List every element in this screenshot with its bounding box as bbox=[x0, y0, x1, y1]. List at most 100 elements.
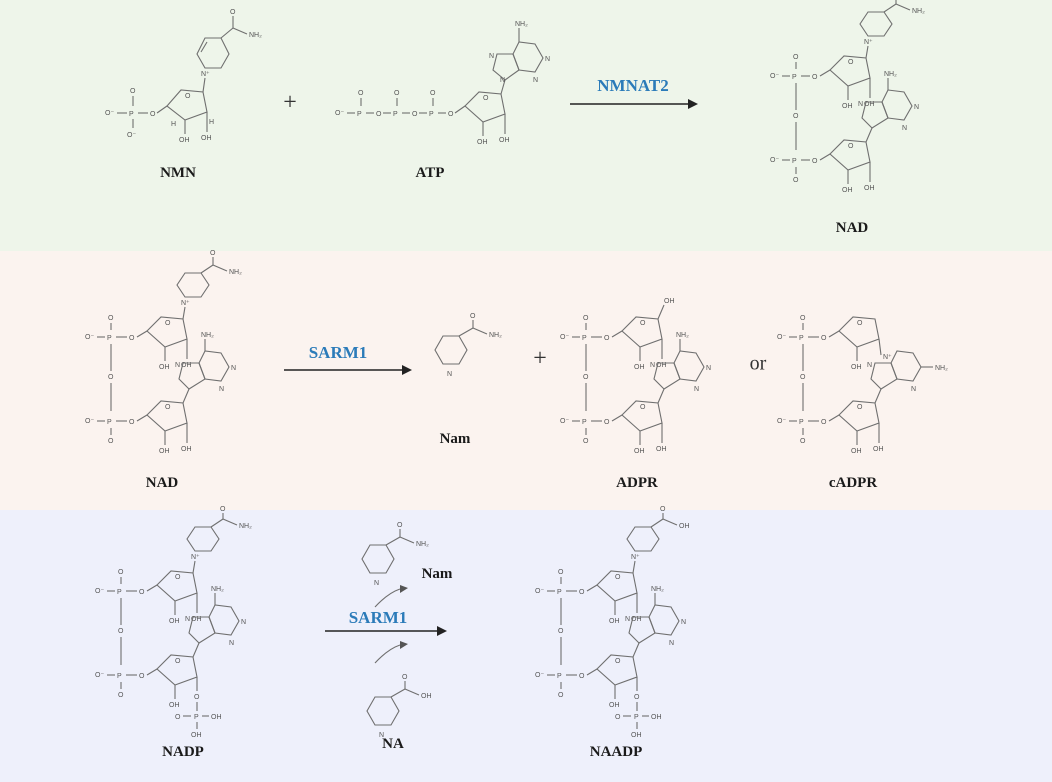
svg-text:O: O bbox=[175, 658, 181, 665]
svg-text:N: N bbox=[914, 104, 919, 111]
exchange-curved-arrows bbox=[374, 585, 408, 664]
svg-text:N: N bbox=[229, 640, 234, 647]
svg-text:N: N bbox=[500, 77, 505, 84]
svg-text:O: O bbox=[139, 673, 145, 680]
svg-text:O: O bbox=[108, 315, 114, 322]
nmn-label: NMN bbox=[160, 165, 196, 181]
nad-structure-substrate: O⁻ P O O O OH OH N⁺ O NH₂ O O⁻ P O O bbox=[85, 250, 242, 455]
svg-text:O: O bbox=[800, 374, 806, 381]
svg-text:O: O bbox=[615, 714, 621, 721]
svg-text:O: O bbox=[857, 404, 863, 411]
svg-text:O⁻: O⁻ bbox=[560, 418, 569, 425]
svg-text:O⁻: O⁻ bbox=[535, 588, 544, 595]
svg-text:OH: OH bbox=[864, 101, 875, 108]
svg-text:NH₂: NH₂ bbox=[211, 586, 224, 593]
svg-text:N⁺: N⁺ bbox=[191, 554, 200, 561]
svg-text:O: O bbox=[175, 574, 181, 581]
svg-text:O: O bbox=[604, 419, 610, 426]
atp-structure: O⁻ P O O P O O P O O O OH OH N NH₂ bbox=[335, 21, 550, 146]
released-nam-label: Nam bbox=[421, 566, 453, 582]
svg-text:N⁺: N⁺ bbox=[181, 300, 190, 307]
svg-text:OH: OH bbox=[873, 446, 884, 453]
svg-text:P: P bbox=[393, 111, 398, 118]
svg-text:N: N bbox=[625, 616, 630, 623]
svg-text:P: P bbox=[117, 589, 122, 596]
svg-text:OH: OH bbox=[169, 618, 180, 625]
svg-text:N: N bbox=[694, 386, 699, 393]
svg-text:N: N bbox=[650, 362, 655, 369]
svg-text:N: N bbox=[902, 125, 907, 132]
svg-text:O⁻: O⁻ bbox=[95, 672, 104, 679]
svg-text:O: O bbox=[108, 374, 114, 381]
svg-text:NH₂: NH₂ bbox=[416, 541, 429, 548]
svg-text:NH₂: NH₂ bbox=[229, 269, 242, 276]
svg-text:OH: OH bbox=[851, 364, 862, 371]
nad-substrate-label: NAD bbox=[145, 475, 179, 491]
svg-text:OH: OH bbox=[179, 137, 190, 144]
svg-text:NH₂: NH₂ bbox=[515, 21, 528, 28]
svg-text:O: O bbox=[583, 438, 589, 445]
svg-text:OH: OH bbox=[159, 448, 170, 455]
svg-text:N: N bbox=[219, 386, 224, 393]
svg-text:P: P bbox=[117, 673, 122, 680]
nam-structure: O NH₂ N bbox=[434, 313, 502, 378]
svg-text:H: H bbox=[171, 121, 176, 128]
svg-text:O: O bbox=[848, 59, 854, 66]
svg-text:NH₂: NH₂ bbox=[239, 523, 252, 530]
svg-text:N: N bbox=[489, 53, 494, 60]
svg-text:O⁻: O⁻ bbox=[127, 132, 136, 139]
svg-text:N: N bbox=[241, 619, 246, 626]
svg-text:O: O bbox=[230, 9, 236, 16]
naadp-label: NAADP bbox=[589, 744, 643, 760]
svg-text:O: O bbox=[483, 95, 489, 102]
svg-text:O: O bbox=[194, 694, 200, 701]
svg-text:OH: OH bbox=[609, 702, 620, 709]
svg-text:OH: OH bbox=[631, 732, 642, 739]
nadp-structure: O⁻ P O O O OH OH N⁺ O NH₂ O O⁻ P O O bbox=[95, 506, 252, 739]
svg-text:N⁺: N⁺ bbox=[631, 554, 640, 561]
svg-text:N: N bbox=[545, 56, 550, 63]
svg-text:O⁻: O⁻ bbox=[777, 334, 786, 341]
svg-text:OH: OH bbox=[201, 135, 212, 142]
svg-text:O: O bbox=[220, 506, 226, 513]
svg-text:NH₂: NH₂ bbox=[912, 8, 925, 15]
svg-text:O: O bbox=[165, 320, 171, 327]
svg-text:O: O bbox=[448, 111, 454, 118]
svg-text:O: O bbox=[412, 111, 418, 118]
svg-text:OH: OH bbox=[634, 448, 645, 455]
svg-text:O: O bbox=[118, 569, 124, 576]
reaction-arrow-2 bbox=[284, 365, 412, 375]
svg-text:OH: OH bbox=[169, 702, 180, 709]
svg-text:N: N bbox=[867, 362, 872, 369]
enzyme-nmnat2: NMNAT2 bbox=[597, 76, 669, 95]
svg-text:O: O bbox=[640, 320, 646, 327]
svg-text:O: O bbox=[130, 88, 136, 95]
svg-text:O⁻: O⁻ bbox=[560, 334, 569, 341]
svg-text:P: P bbox=[557, 589, 562, 596]
svg-text:P: P bbox=[799, 419, 804, 426]
svg-text:O: O bbox=[185, 93, 191, 100]
svg-text:O: O bbox=[821, 335, 827, 342]
svg-text:O: O bbox=[793, 54, 799, 61]
svg-text:O⁻: O⁻ bbox=[770, 157, 779, 164]
svg-text:OH: OH bbox=[842, 103, 853, 110]
svg-text:N: N bbox=[533, 77, 538, 84]
na-structure: O OH N bbox=[366, 674, 432, 739]
svg-text:OH: OH bbox=[609, 618, 620, 625]
svg-text:OH: OH bbox=[634, 364, 645, 371]
svg-text:P: P bbox=[582, 419, 587, 426]
svg-text:O: O bbox=[583, 374, 589, 381]
atp-label: ATP bbox=[415, 165, 445, 181]
svg-text:O: O bbox=[470, 313, 476, 320]
svg-text:O: O bbox=[583, 315, 589, 322]
nadp-label: NADP bbox=[162, 744, 204, 760]
svg-text:O: O bbox=[558, 569, 564, 576]
svg-text:O: O bbox=[358, 90, 364, 97]
svg-text:O: O bbox=[660, 506, 666, 513]
svg-text:OH: OH bbox=[191, 732, 202, 739]
svg-text:NH₂: NH₂ bbox=[935, 365, 948, 372]
svg-text:OH: OH bbox=[651, 714, 662, 721]
svg-text:N: N bbox=[911, 386, 916, 393]
svg-text:P: P bbox=[107, 419, 112, 426]
svg-text:N: N bbox=[379, 732, 384, 739]
